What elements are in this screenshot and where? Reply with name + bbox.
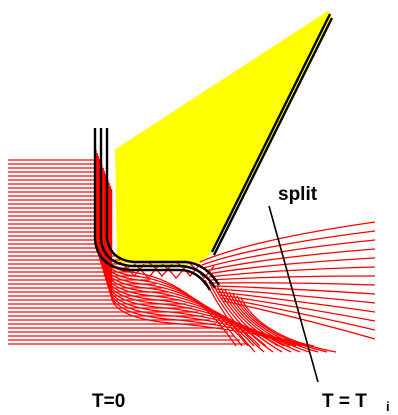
streamline [219,294,376,322]
streamline [210,275,376,281]
streamline [110,189,315,347]
split-label: split [278,184,318,205]
streamline [208,266,376,278]
streamline [214,285,376,295]
streamline [228,291,310,353]
streamline [212,283,274,353]
dividing-streamline [93,128,212,291]
streamline [236,295,328,353]
t-i-subscript: i [386,399,390,414]
streamline-group [8,150,376,353]
streamline [201,230,376,266]
t-zero-label: T=0 [92,391,125,412]
dividing-streamline [210,13,332,253]
t-i-label: T = T [322,391,367,412]
dividing-streamline [212,17,334,256]
ti-marker-line [268,205,319,383]
streamline [205,248,376,272]
streamline [203,239,376,269]
streamline [212,282,376,286]
dividing-streamline [99,128,217,289]
streamline [216,288,376,304]
streamline [216,285,283,353]
streamline [224,289,301,353]
streamline [199,221,376,263]
streamline [220,287,292,353]
dividing-streamline [105,128,221,286]
streamline [240,297,337,353]
streamline [232,293,319,353]
streamline [217,291,376,313]
dividing-streamline-group [93,13,334,291]
streamline [207,257,376,275]
streamline [208,281,265,353]
